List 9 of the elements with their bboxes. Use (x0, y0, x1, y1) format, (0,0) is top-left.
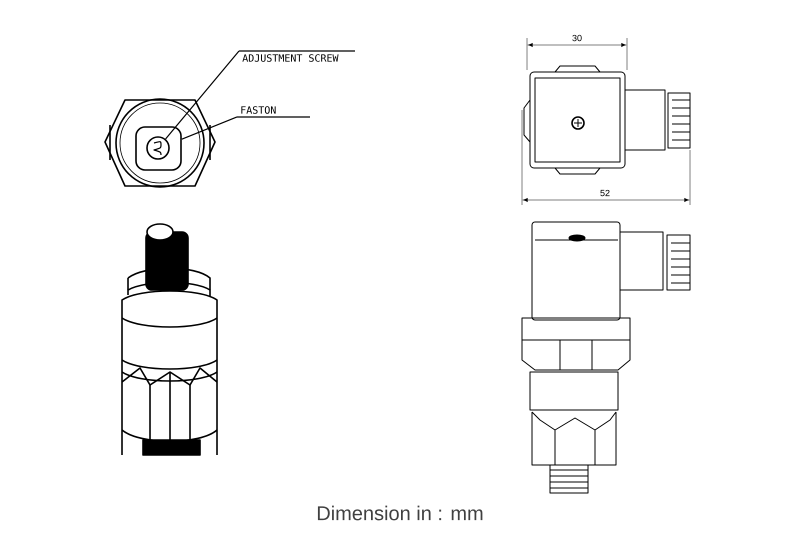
dimension-value: 30 (571, 34, 584, 42)
callout-label: FASTON (237, 106, 310, 118)
adjustment-screw (146, 136, 170, 160)
leader-line (182, 116, 238, 140)
caption: Dimension in : mm (318, 506, 482, 520)
faston-tab (135, 126, 182, 171)
callout-label: ADJUSTMENT SCREW (239, 50, 355, 62)
dimension-value: 52 (599, 188, 611, 198)
leader-line (165, 50, 240, 140)
